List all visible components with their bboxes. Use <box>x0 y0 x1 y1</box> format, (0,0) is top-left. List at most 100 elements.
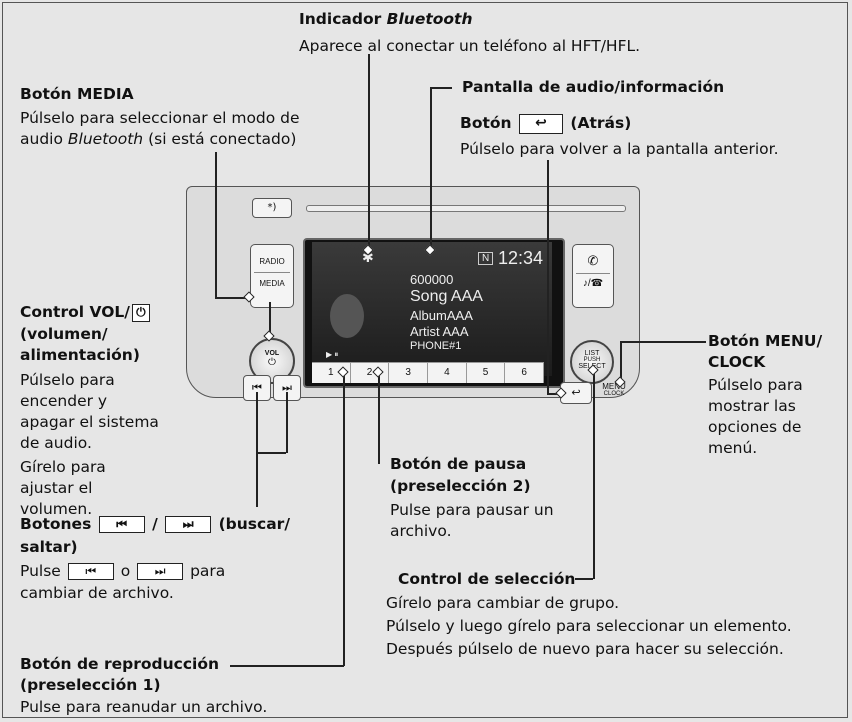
leader-screen-v <box>430 87 432 250</box>
screen-clock: 12:34 <box>498 248 544 268</box>
menu-clock-desc: Púlselo para mostrar las opciones de men… <box>708 375 803 459</box>
leader-media-h <box>215 297 249 299</box>
play-button-title-1: Botón de reproducción <box>20 655 220 673</box>
song-name: Song AAA <box>410 288 483 305</box>
sound-button[interactable]: *) <box>252 198 292 218</box>
rocker-divider-right <box>576 273 610 274</box>
leader-screen-h <box>430 87 452 89</box>
seek-forward-button[interactable]: ⏭ <box>273 375 301 401</box>
preset-5-button[interactable]: 5 <box>466 363 506 383</box>
seek-buttons-desc-2: cambiar de archivo. <box>20 584 174 602</box>
radio-media-rocker: RADIO MEDIA <box>250 244 294 308</box>
phone-name: PHONE#1 <box>410 340 462 352</box>
leader-back-h <box>547 393 559 395</box>
media-button-desc-2: audio Bluetooth (si está conectado) <box>20 130 297 148</box>
seek-buttons-title-2: saltar) <box>20 538 78 556</box>
preset-2-button[interactable]: 2 <box>350 363 390 383</box>
back-button[interactable]: ↩ <box>560 382 592 404</box>
vol-label: VOL <box>264 350 280 357</box>
menu-desc-line: Púlselo para <box>708 376 803 394</box>
seek-back-icon: ⏮ <box>67 563 114 580</box>
vol-control-title-1: Control VOL/⏻ <box>20 302 152 323</box>
leader-play-h <box>230 665 344 667</box>
leader-play-v <box>343 370 345 666</box>
pause-button-title-2: (preselección 2) <box>390 477 531 495</box>
menu-desc-line: menú. <box>708 439 758 457</box>
select-label-push: PUSH <box>583 357 601 363</box>
track-number: 600000 <box>410 272 454 287</box>
menu-desc-line: mostrar las <box>708 397 796 415</box>
select-knob[interactable]: LIST PUSH SELECT <box>570 340 614 384</box>
bluetooth-indicator-desc: Aparece al conectar un teléfono al HFT/H… <box>299 37 641 55</box>
folder-badge: N <box>478 252 494 265</box>
play-button-title-2: (preselección 1) <box>20 676 161 694</box>
vol-desc-line: volumen. <box>20 500 93 518</box>
leader-vol <box>269 302 271 336</box>
seek-back-icon: ⏮ <box>252 381 262 394</box>
power-icon: ⏻ <box>131 303 150 322</box>
bluetooth-indicator-title: Indicador Bluetooth <box>299 10 473 28</box>
rocker-divider <box>254 272 290 273</box>
leader-menu-h <box>620 341 706 343</box>
select-control-desc-1: Gírelo para cambiar de grupo. <box>386 594 620 612</box>
leader-bluetooth <box>368 54 370 250</box>
vol-control-title-2: (volumen/ <box>20 325 108 343</box>
menu-desc-line: opciones de <box>708 418 802 436</box>
select-label-list: LIST <box>584 350 600 357</box>
seek-forward-icon: ⏭ <box>165 516 212 533</box>
vol-control-title-3: alimentación) <box>20 346 140 364</box>
select-control-desc-3: Después púlselo de nuevo para hacer su s… <box>386 640 784 658</box>
back-button-desc: Púlselo para volver a la pantalla anteri… <box>460 140 779 158</box>
preset-bar: 1 2 3 4 5 6 <box>312 362 545 383</box>
leader-back-v <box>547 160 549 394</box>
vol-desc-line: apagar el sistema <box>20 413 159 431</box>
cd-slot <box>306 205 626 212</box>
pause-button-desc-1: Pulse para pausar un <box>390 501 554 519</box>
menu-label: MENU <box>602 382 626 391</box>
play-button-desc: Pulse para reanudar un archivo. <box>20 698 268 716</box>
seek-buttons-desc-1: Pulse ⏮ o ⏭ para <box>20 562 226 580</box>
leader-media-v <box>215 152 217 298</box>
audio-info-screen: ✱ N 12:34 600000 Song AAA AlbumAAA Artis… <box>312 242 552 376</box>
vol-desc-line: ajustar el <box>20 479 93 497</box>
select-control-desc-2: Púlselo y luego gírelo para seleccionar … <box>386 617 792 635</box>
leader-select-h <box>575 578 593 580</box>
vol-desc-line: de audio. <box>20 434 92 452</box>
seek-forward-icon: ⏭ <box>137 563 184 580</box>
media-button-desc-1: Púlselo para seleccionar el modo de <box>20 109 300 127</box>
media-button-title: Botón MEDIA <box>20 85 134 103</box>
vol-control-desc: Púlselo para encender y apagar el sistem… <box>20 370 159 520</box>
preset-6-button[interactable]: 6 <box>505 363 545 383</box>
vol-desc-line: Púlselo para <box>20 371 115 389</box>
menu-clock-title-2: CLOCK <box>708 353 766 371</box>
preset-4-button[interactable]: 4 <box>428 363 467 383</box>
radio-button[interactable]: RADIO <box>259 257 285 266</box>
media-button[interactable]: MEDIA <box>259 279 285 288</box>
menu-clock-title-1: Botón MENU/ <box>708 332 823 350</box>
leader-select-v <box>593 370 595 579</box>
select-control-title: Control de selección <box>398 570 576 588</box>
preset-3-button[interactable]: 3 <box>389 363 429 383</box>
music-phone-button[interactable]: ♪/☎ <box>582 278 604 289</box>
vol-desc-line: Gírelo para <box>20 458 106 476</box>
leader-seek-v <box>256 392 258 507</box>
back-button-title: Botón ↩ (Atrás) <box>460 113 632 134</box>
bt-watermark-icon <box>330 294 364 338</box>
power-icon: ⏻ <box>268 357 276 368</box>
menu-clock-button[interactable]: MENU CLOCK <box>600 382 628 397</box>
leader-seek-h <box>256 452 286 454</box>
leader-pause <box>378 370 380 464</box>
phone-rocker: ✆ ♪/☎ <box>572 244 614 308</box>
back-arrow-icon: ↩ <box>518 113 563 134</box>
screen-title: Pantalla de audio/información <box>462 78 725 96</box>
album-name: AlbumAAA <box>410 308 473 323</box>
vol-desc-line: encender y <box>20 392 108 410</box>
leader-seek-v2 <box>286 392 288 453</box>
seek-buttons-title-1: Botones ⏮ / ⏭ (buscar/ <box>20 515 290 533</box>
back-arrow-icon: ↩ <box>571 386 581 399</box>
clock-label: CLOCK <box>603 391 625 397</box>
phone-icon[interactable]: ✆ <box>587 253 599 268</box>
bluetooth-icon: ✱ <box>362 249 374 265</box>
leader-menu-v <box>620 341 622 385</box>
